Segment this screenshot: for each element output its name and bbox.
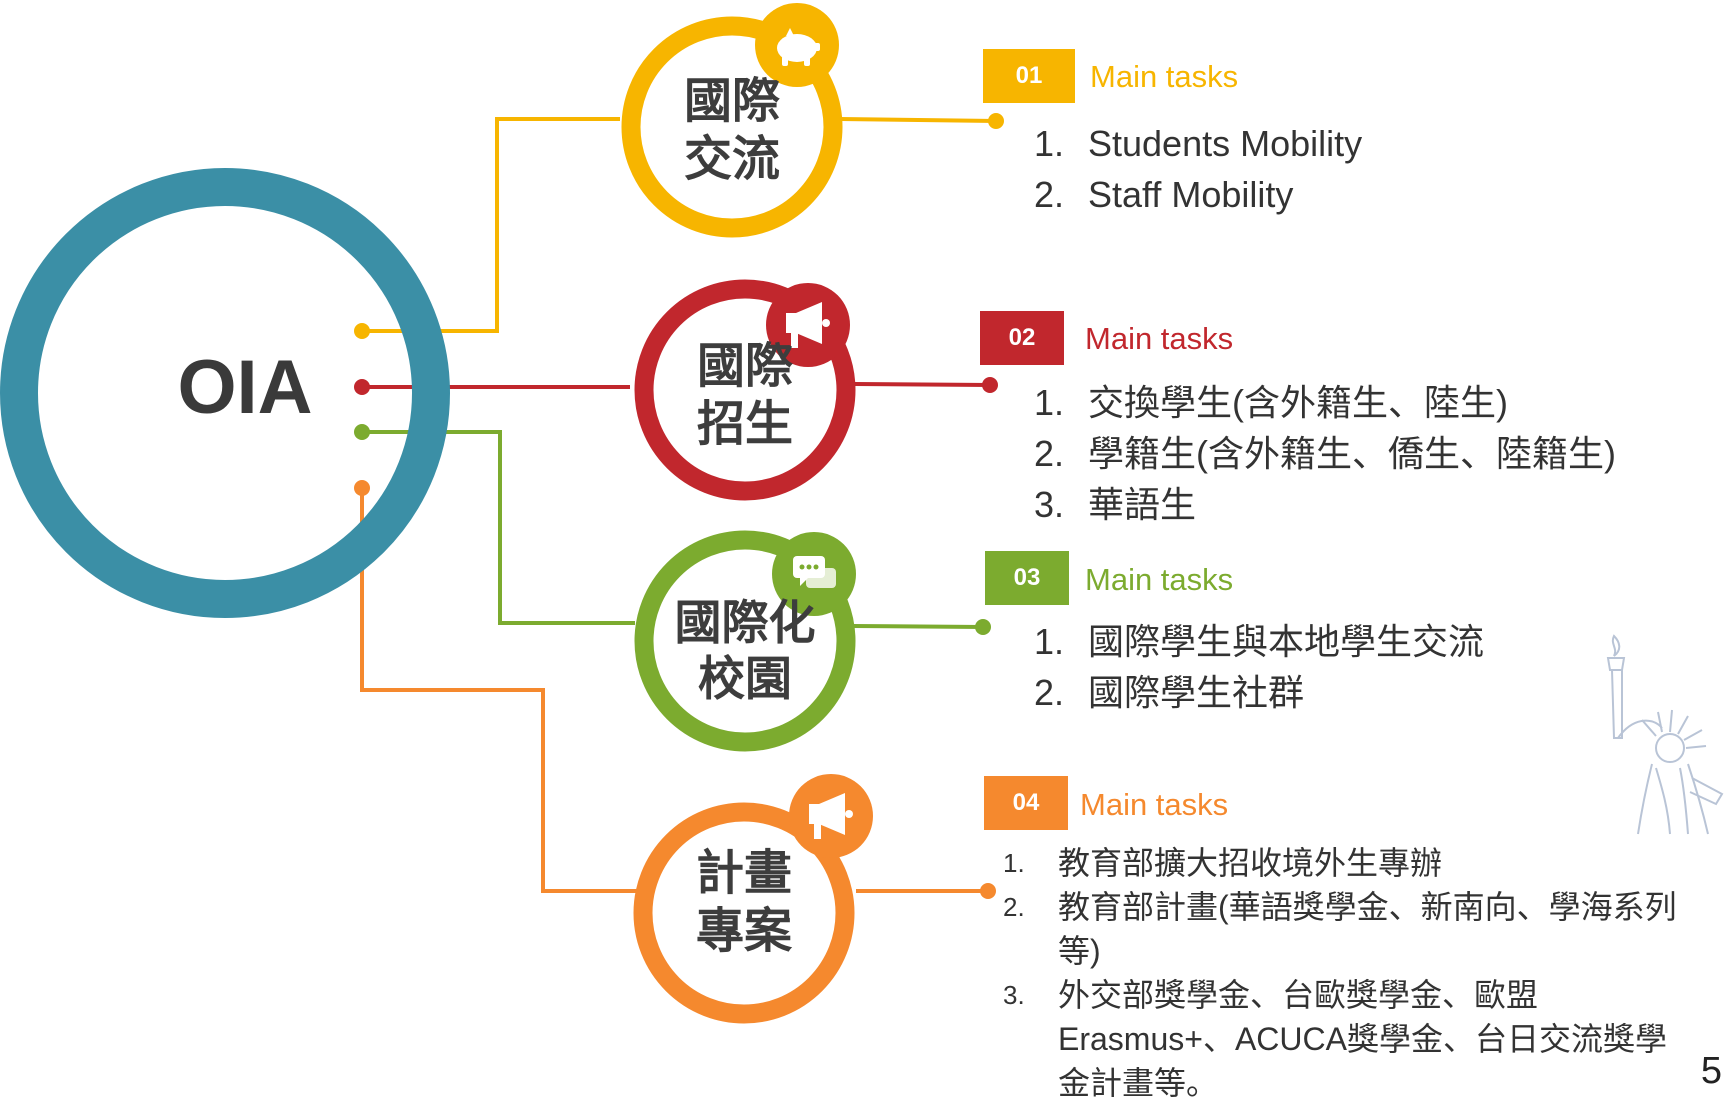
oia-label: OIA	[177, 345, 313, 430]
badge-03: 03	[1013, 564, 1041, 591]
list-number: 2.	[1034, 174, 1065, 215]
section-title-03: Main tasks	[1085, 562, 1234, 597]
badge-bg-04	[984, 776, 1068, 830]
task-text: 教育部計畫(華語獎學金、新南向、學海系列等)	[1058, 889, 1677, 969]
list-number: 2.	[1034, 672, 1065, 713]
task-text: 國際學生與本地學生交流	[1088, 621, 1485, 662]
branch-label-line: 國際	[696, 338, 793, 394]
task-list-03: 1. 國際學生與本地學生交流 2. 國際學生社群	[1034, 616, 1594, 718]
task-list-02: 1. 交換學生(含外籍生、陸生) 2. 學籍生(含外籍生、僑生、陸籍生) 3. 華語生	[1034, 377, 1734, 530]
task-list-04: 1.教育部擴大招收境外生專辦 2.教育部計畫(華語獎學金、新南向、學海系列等) …	[1003, 841, 1693, 1105]
badge-bg-02	[980, 311, 1064, 365]
list-number: 1.	[1034, 123, 1065, 164]
list-number: 2.	[1003, 892, 1025, 922]
connector-dot	[982, 377, 998, 393]
task-text: Staff Mobility	[1088, 174, 1294, 215]
branch-label-line: 招生	[696, 395, 793, 452]
list-item: 2. 國際學生社群	[1034, 667, 1594, 718]
page-number: 5	[1700, 1050, 1722, 1092]
list-item: 2. Staff Mobility	[1034, 169, 1594, 220]
task-text: Students Mobility	[1088, 123, 1363, 164]
megaphone-icon	[809, 793, 853, 839]
badge-bg-03	[985, 551, 1069, 605]
branch-label-line: 國際	[683, 73, 780, 129]
task-text: 華語生	[1088, 484, 1197, 525]
branch-label-line: 專案	[695, 902, 792, 959]
branch-label-line: 國際化	[674, 596, 816, 651]
list-number: 3.	[1003, 980, 1025, 1010]
list-item: 1. 教育部擴大招收境外生專辦	[1003, 841, 1693, 885]
connector-dot	[980, 883, 996, 899]
branch-label-03: 國際化 校園	[645, 596, 845, 709]
task-text: 學籍生(含外籍生、僑生、陸籍生)	[1088, 433, 1616, 474]
connector-dot	[354, 323, 370, 339]
branch-label-02: 國際 招生	[645, 338, 845, 453]
badge-01: 01	[1015, 62, 1043, 89]
badge-02: 02	[1008, 324, 1036, 351]
list-item: 1. Students Mobility	[1034, 118, 1594, 169]
list-item: 2. 教育部計畫(華語獎學金、新南向、學海系列等)	[1003, 885, 1693, 973]
task-text: 外交部獎學金、台歐獎學金、歐盟Erasmus+、ACUCA獎學金、台日交流獎學金…	[1058, 977, 1667, 1101]
task-text: 國際學生社群	[1088, 672, 1305, 713]
connector-dot	[354, 424, 370, 440]
list-item: 1. 交換學生(含外籍生、陸生)	[1034, 377, 1734, 428]
branch-label-line: 校園	[698, 652, 792, 708]
task-text: 教育部擴大招收境外生專辦	[1058, 845, 1443, 881]
task-list-01: 1. Students Mobility 2. Staff Mobility	[1034, 118, 1594, 220]
branch-label-04: 計畫 專案	[644, 845, 844, 960]
connector-02-out	[854, 382, 991, 387]
list-number: 2.	[1034, 433, 1065, 474]
branch-label-01: 國際 交流	[632, 73, 832, 188]
list-number: 1.	[1034, 621, 1065, 662]
list-item: 1. 國際學生與本地學生交流	[1034, 616, 1594, 667]
connector-01-out	[839, 117, 997, 123]
list-item: 2. 學籍生(含外籍生、僑生、陸籍生)	[1034, 428, 1734, 479]
connector-dot	[354, 480, 370, 496]
section-title-02: Main tasks	[1085, 321, 1234, 356]
list-item: 3. 華語生	[1034, 479, 1734, 530]
connector-dot	[354, 379, 370, 395]
statue-of-liberty-icon	[1606, 634, 1724, 835]
chat-bubbles-icon	[793, 556, 836, 588]
connector-dot	[975, 619, 991, 635]
branch-ring-04	[633, 802, 855, 1024]
branch-label-line: 計畫	[695, 845, 792, 901]
connector-03-out	[851, 624, 984, 629]
list-item: 3. 外交部獎學金、台歐獎學金、歐盟Erasmus+、ACUCA獎學金、台日交流獎…	[1003, 973, 1693, 1105]
branch-label-line: 交流	[683, 130, 780, 187]
list-number: 1.	[1034, 382, 1065, 423]
list-number: 1.	[1003, 848, 1025, 878]
task-text: 交換學生(含外籍生、陸生)	[1088, 382, 1508, 423]
list-number: 3.	[1034, 484, 1065, 525]
section-title-01: Main tasks	[1090, 59, 1239, 94]
connector-dot	[988, 113, 1004, 129]
megaphone-icon	[786, 302, 830, 348]
badge-bg-01	[983, 49, 1075, 103]
piggy-bank-icon	[777, 28, 820, 66]
oia-ring	[0, 168, 450, 618]
badge-04: 04	[1012, 789, 1040, 816]
section-title-04: Main tasks	[1080, 787, 1229, 822]
connector-04	[360, 488, 638, 893]
